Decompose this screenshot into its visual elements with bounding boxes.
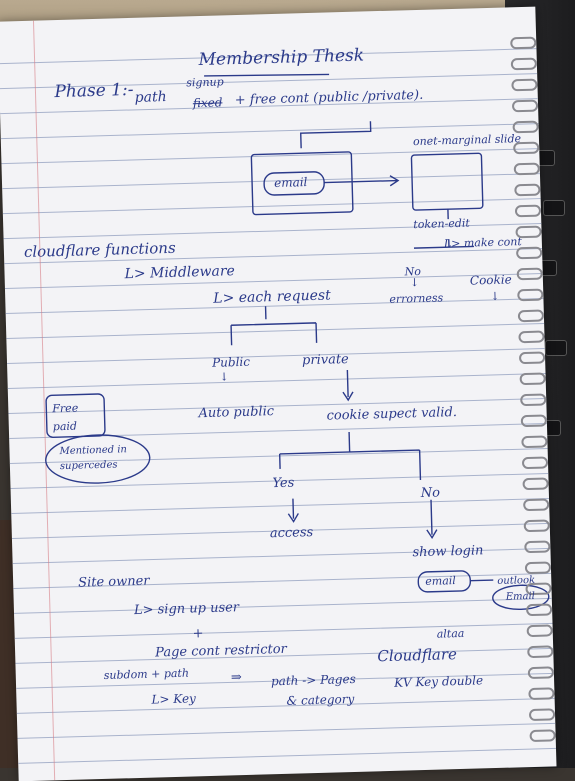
arrow-down-2: ↓ [490,289,500,304]
mentioned-oval-text: Mentioned in supercedes [59,444,128,473]
spiral-ring [519,372,546,386]
spiral-ring [528,708,556,722]
token-edit-label: token-edit [413,216,470,232]
spiral-ring [524,561,552,575]
category-label: & category [286,691,355,708]
spiral-ring [514,183,541,197]
free-paid-box: Free paid [52,401,79,434]
outlook-label: outlook [497,574,536,587]
spiral-ring [511,78,538,92]
access-label: access [269,525,314,542]
ruled-lines [0,20,557,781]
path-pages-label: path -> Pages [270,671,356,689]
struck-word: fixed [192,95,223,111]
spiral-ring [529,729,556,743]
email-oval-label: email [425,574,457,588]
arrow-down-1: ↓ [409,275,420,290]
spiral-ring [516,267,543,281]
spiral-ring [518,330,545,344]
signup-label: signup [186,75,224,90]
spiral-ring [523,498,550,512]
spiral-ring [513,162,540,176]
spiral-ring [515,246,543,260]
spiral-ring [522,477,549,491]
spiral-ring [525,603,553,617]
path-label: path [134,88,167,106]
yes-label: Yes [272,475,295,492]
private-label: private [301,351,349,369]
spiral-ring [510,57,538,71]
spiral-ring [511,99,539,113]
spiral-ring [520,414,548,428]
signup-user-label: L> sign up user [133,600,240,619]
public-label: Public [211,354,251,370]
auto-public-label: Auto public [198,404,275,422]
keyboard-key [543,200,565,216]
keyboard-key [545,340,567,356]
key-label: L> Key [151,691,197,707]
arrow-right: ⇒ [230,670,243,686]
site-owner-label: Site owner [77,573,150,591]
cloudflare-label: Cloudflare [377,645,458,666]
cookie-label: Cookie [469,272,512,288]
altaa-label: altaa [436,626,465,641]
email-box-label: email [273,175,308,190]
spiral-ring [527,666,555,680]
spiral-ring [526,624,553,638]
spiral-ring [518,351,546,365]
show-login-label: show login [412,543,484,561]
spiral-ring [510,36,537,50]
spiral-ring [521,456,549,470]
email-oval2-label: Email [505,590,536,603]
middleware-label: L> Middleware [124,263,236,283]
spiral-ring [524,540,551,554]
no-label: No [420,485,441,502]
make-cont-label: L> make cont [443,235,522,251]
spiral-ring [520,393,547,407]
spiral-ring [521,435,548,449]
spiral-ring [514,204,542,218]
plus-sign: + [192,626,204,642]
spiral-ring [527,645,554,659]
arrow-down-3: ↓ [219,370,229,384]
spiral-ring [528,687,555,701]
spiral-ring [517,309,545,323]
errors-label: errorness [389,291,444,306]
subdom-path-label: subdom + path [103,666,190,682]
phase-label: Phase 1:- [54,79,134,103]
kv-key-label: KV Key double [393,673,484,690]
notebook-page: Membership Thesk Phase 1:- path signup f… [0,6,557,781]
each-request-label: L> each request [213,287,331,307]
spiral-ring [523,519,550,533]
spiral-ring [517,288,544,302]
